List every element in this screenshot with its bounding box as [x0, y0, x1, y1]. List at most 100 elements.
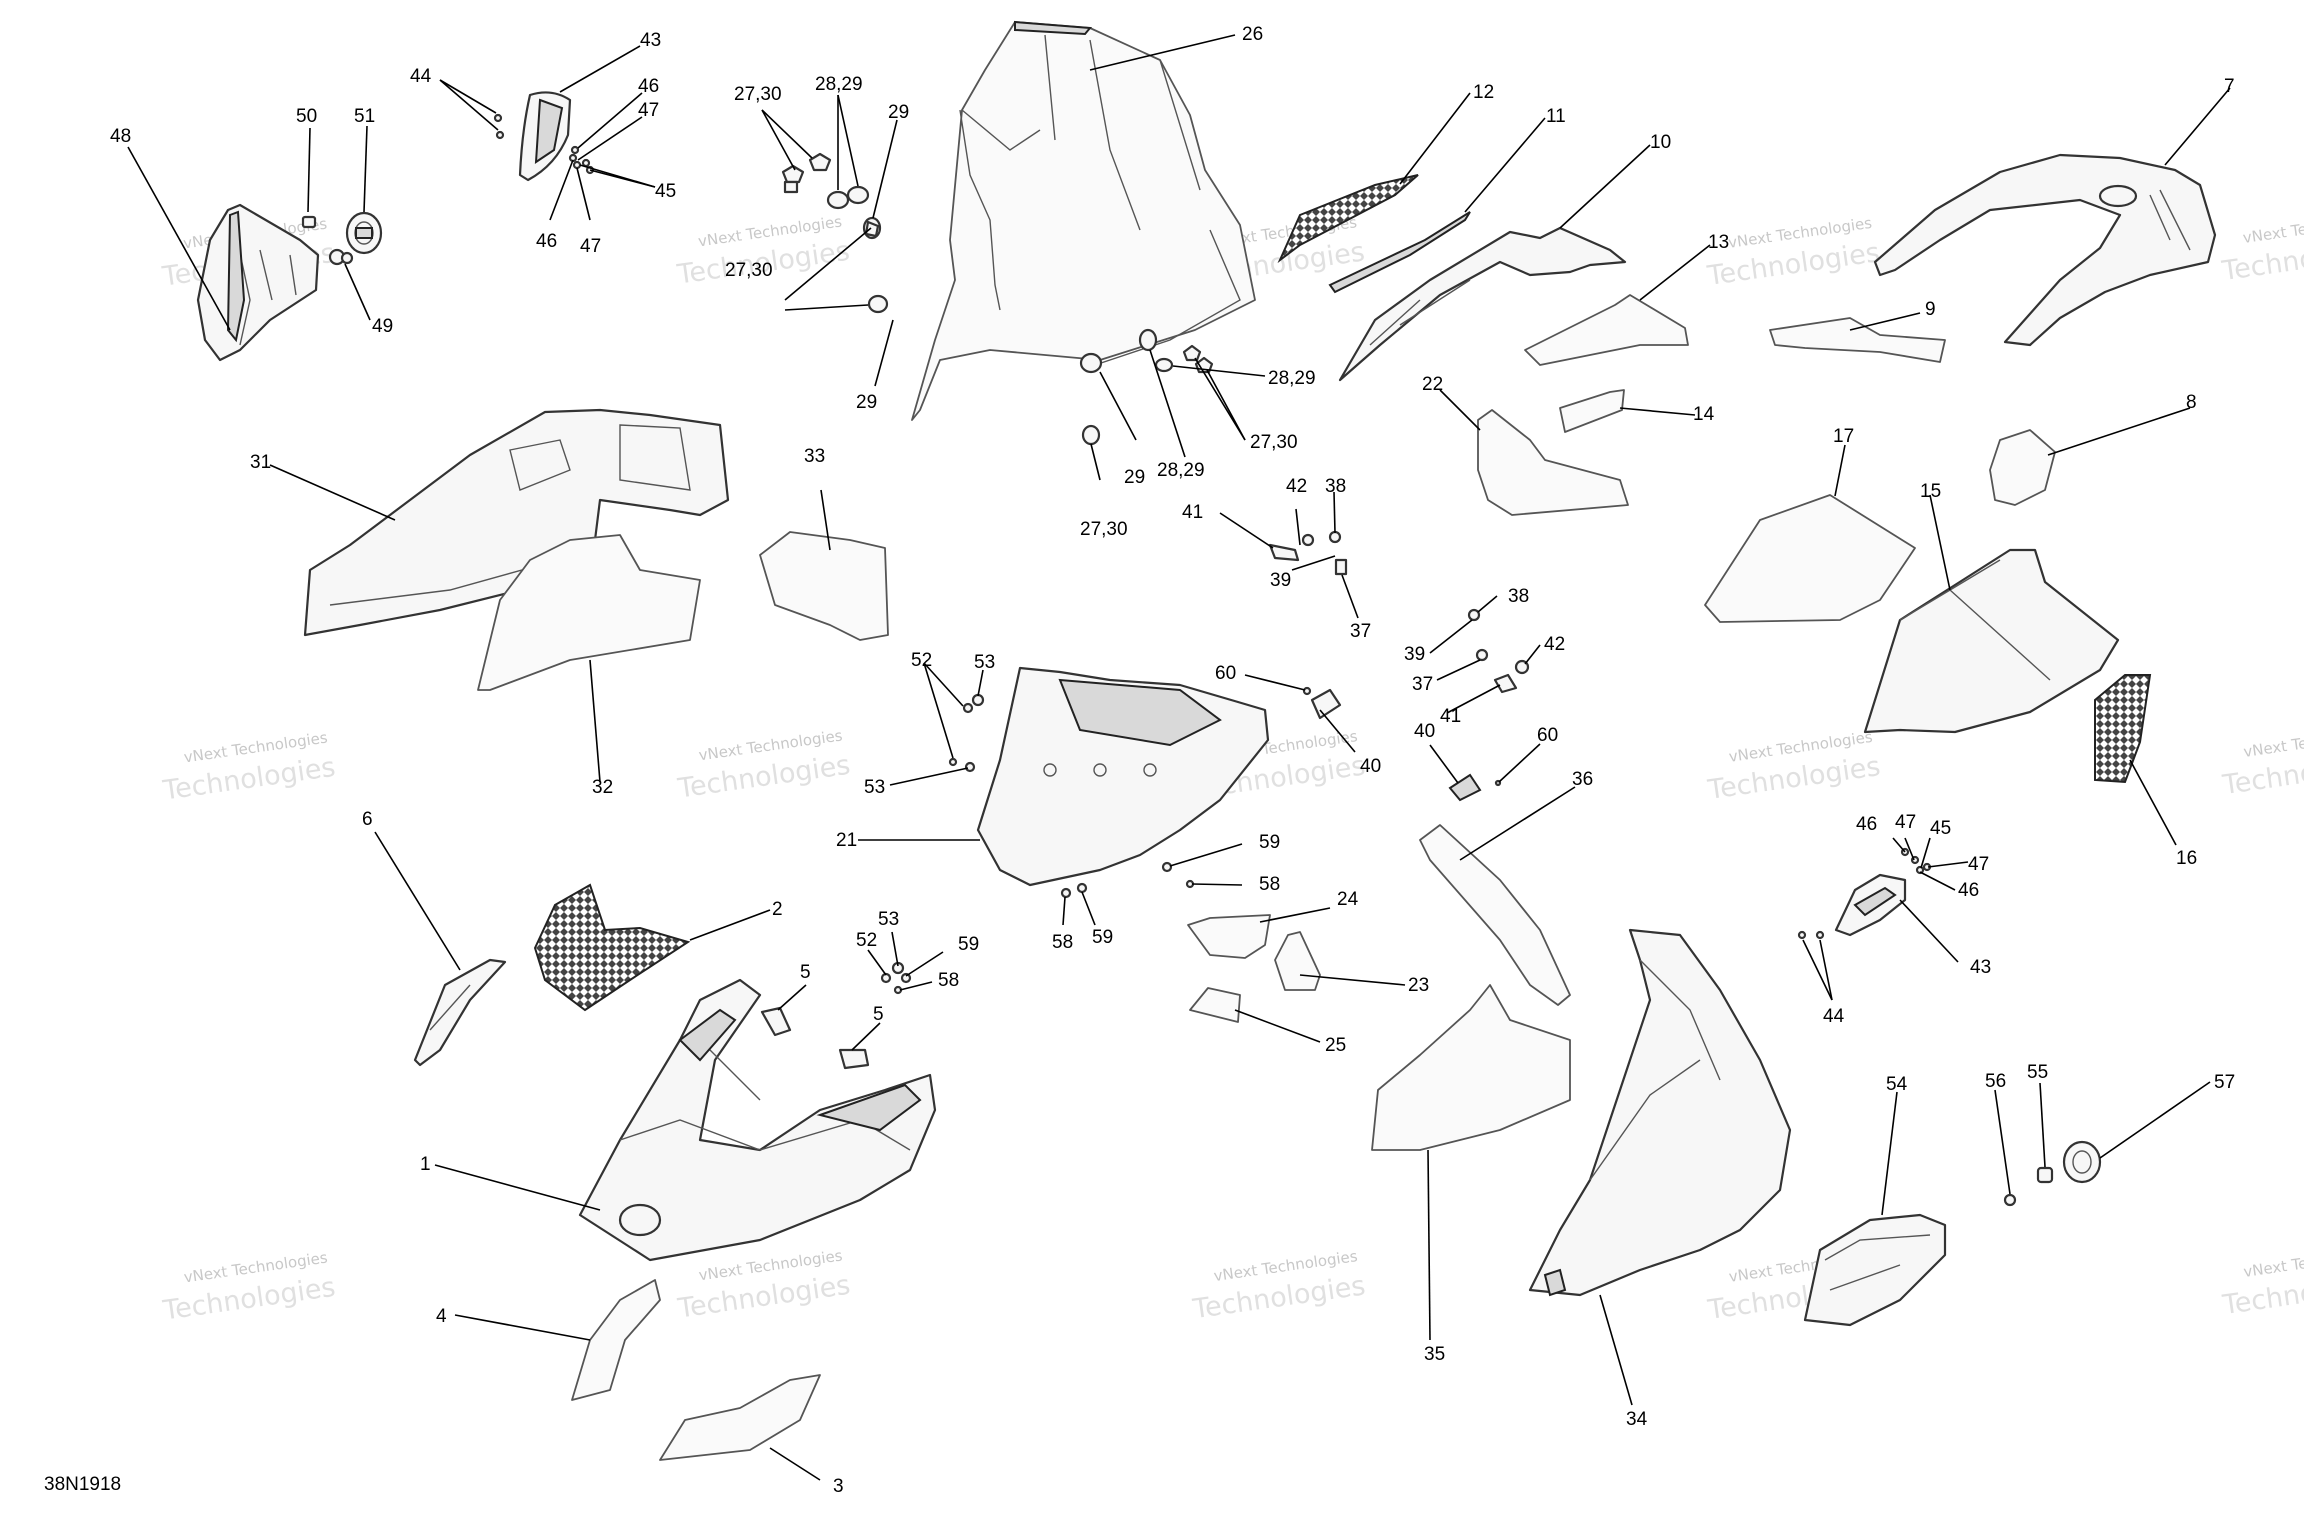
callout-label: 9: [1925, 299, 1936, 320]
part-57-dust-cap: [2062, 1140, 2102, 1184]
callout-label: 53: [864, 777, 885, 798]
part-56-bulb-socket: [2003, 1193, 2017, 1207]
callout-label: 50: [296, 106, 317, 127]
part-54-right-headlight: [1803, 1213, 1947, 1327]
watermark-text: vNext Technologies: [2242, 723, 2304, 761]
part-27-30-well-nut: [1081, 344, 1214, 446]
part-27-30-well-nut: [781, 152, 832, 194]
part-32-side-pad: [477, 534, 701, 691]
callout-label: 17: [1833, 426, 1854, 447]
part-40-bracket: [1310, 688, 1342, 720]
part-36-side-strip: [1419, 824, 1571, 1006]
callout-label: 47: [638, 100, 659, 121]
callout-label: 32: [592, 777, 613, 798]
callout-label: 3: [833, 1476, 844, 1497]
part-43-right-mirror: [1834, 873, 1907, 937]
callout-label: 29: [856, 392, 877, 413]
callout-label: 43: [1970, 957, 1991, 978]
callout-label: 40: [1414, 721, 1435, 742]
part-16-vent-mesh: [2094, 674, 2152, 784]
callout-label: 21: [836, 830, 857, 851]
callout-label: 12: [1473, 82, 1494, 103]
callout-label: 42: [1286, 476, 1307, 497]
part-21-inner-dash: [976, 666, 1270, 887]
callout-label: 45: [1930, 818, 1951, 839]
callout-label: 37: [1350, 621, 1371, 642]
part-44-screws: [493, 113, 505, 140]
callout-label: 29: [1124, 467, 1145, 488]
callout-label: 16: [2176, 848, 2197, 869]
callout-label: 47: [1968, 854, 1989, 875]
callout-label: 59: [1092, 927, 1113, 948]
part-13-foam-pad: [1524, 294, 1689, 366]
part-51-dust-cap: [345, 211, 383, 255]
diagram-reference-code: 38N1918: [44, 1474, 122, 1495]
callout-label: 27,30: [725, 260, 773, 281]
callout-label: 58: [1052, 932, 1073, 953]
part-45-46-47-fasteners: [568, 145, 595, 175]
callout-label: 28,29: [1157, 460, 1205, 481]
part-6-deflector: [413, 958, 507, 1067]
callout-label: 55: [2027, 1062, 2048, 1083]
callout-label: 8: [2186, 392, 2197, 413]
callout-label: 28,29: [1268, 368, 1316, 389]
callout-label: 5: [800, 962, 811, 983]
callout-label: 44: [410, 66, 432, 87]
callout-label: 52: [856, 930, 877, 951]
callout-label: 37: [1412, 674, 1433, 695]
callout-label: 27,30: [1250, 432, 1298, 453]
part-50-bulb: [301, 215, 317, 229]
callout-label: 58: [1259, 874, 1280, 895]
part-1-front-hood: [578, 978, 937, 1262]
callout-label: 5: [873, 1004, 884, 1025]
part-lower-small-fasteners: [880, 961, 912, 995]
callout-label: 41: [1182, 502, 1203, 523]
part-44-45-46-47-right-fasteners: [1797, 847, 1932, 940]
callout-label: 27,30: [1080, 519, 1128, 540]
part-12-vent-mesh: [1277, 174, 1419, 264]
callout-label: 36: [1572, 769, 1593, 790]
part-35-side-pad: [1371, 984, 1571, 1151]
callout-label: 24: [1337, 889, 1359, 910]
callout-label: 27,30: [734, 84, 782, 105]
part-38-42-41-37-39-hardware: [1268, 530, 1348, 576]
callout-label: 1: [420, 1154, 431, 1175]
part-24-pad: [1187, 914, 1271, 959]
callout-label: 39: [1270, 570, 1291, 591]
callout-label: 7: [2224, 76, 2235, 97]
part-23-pad: [1274, 931, 1321, 991]
callout-label: 52: [911, 650, 932, 671]
callout-label: 58: [938, 970, 959, 991]
callout-label: 59: [958, 934, 979, 955]
callout-label: 59: [1259, 832, 1280, 853]
callout-label: 33: [804, 446, 825, 467]
callout-label: 23: [1408, 975, 1429, 996]
callout-label: 45: [655, 181, 676, 202]
part-3-lower-trim: [659, 1374, 821, 1461]
callout-label: 10: [1650, 132, 1671, 153]
callout-label: 35: [1424, 1344, 1445, 1365]
part-55-bulb: [2036, 1166, 2054, 1184]
part-27-30-washer: [864, 220, 889, 314]
part-22-side-pad: [1477, 409, 1629, 516]
part-60-rivet: [1302, 686, 1312, 696]
part-59-58-fasteners: [1060, 861, 1195, 899]
callout-label: 60: [1215, 663, 1236, 684]
callout-label: 6: [362, 809, 373, 830]
part-14-foam-pad: [1559, 389, 1625, 433]
callout-label: 60: [1537, 725, 1558, 746]
callout-label: 46: [1958, 880, 1979, 901]
part-48-left-headlight-housing: [196, 203, 320, 362]
callout-label: 15: [1920, 481, 1941, 502]
callout-label: 48: [110, 126, 131, 147]
callout-label: 43: [640, 30, 661, 51]
callout-label: 31: [250, 452, 271, 473]
callout-label: 46: [536, 231, 557, 252]
callout-label: 39: [1404, 644, 1425, 665]
part-28-29-grommet: [1079, 328, 1174, 374]
part-9-foam-strip: [1769, 317, 1946, 363]
callout-label: 47: [1895, 812, 1916, 833]
part-52-53-fasteners: [948, 693, 985, 773]
part-26-windshield: [911, 20, 1256, 421]
